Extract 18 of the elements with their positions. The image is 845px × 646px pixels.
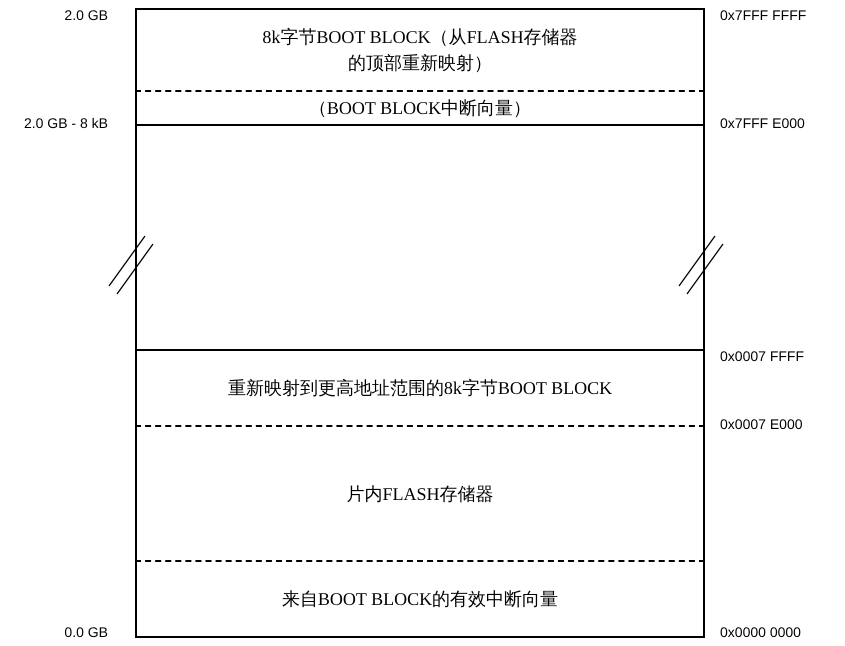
address-label: 0x7FFF FFFF [720,7,806,23]
region-label: 重新映射到更高地址范围的8k字节BOOT BLOCK [228,377,612,400]
address-label: 0x0000 0000 [720,624,801,640]
region-label: 8k字节BOOT BLOCK（从FLASH存储器的顶部重新映射） [261,26,579,75]
memory-region [135,560,705,638]
address-label: 2.0 GB - 8 kB [24,115,108,131]
memory-region [135,425,705,560]
address-label: 0x0007 E000 [720,416,803,432]
region-label: （BOOT BLOCK中断向量） [308,97,532,120]
address-label: 0.0 GB [64,624,108,640]
region-label: 来自BOOT BLOCK的有效中断向量 [282,588,558,611]
address-label: 0x0007 FFFF [720,348,804,364]
memory-region [135,90,705,124]
address-label: 2.0 GB [64,7,108,23]
region-label: 片内FLASH存储器 [346,482,494,506]
memory-region [135,8,705,90]
memory-region [135,349,705,425]
address-label: 0x7FFF E000 [720,115,805,131]
